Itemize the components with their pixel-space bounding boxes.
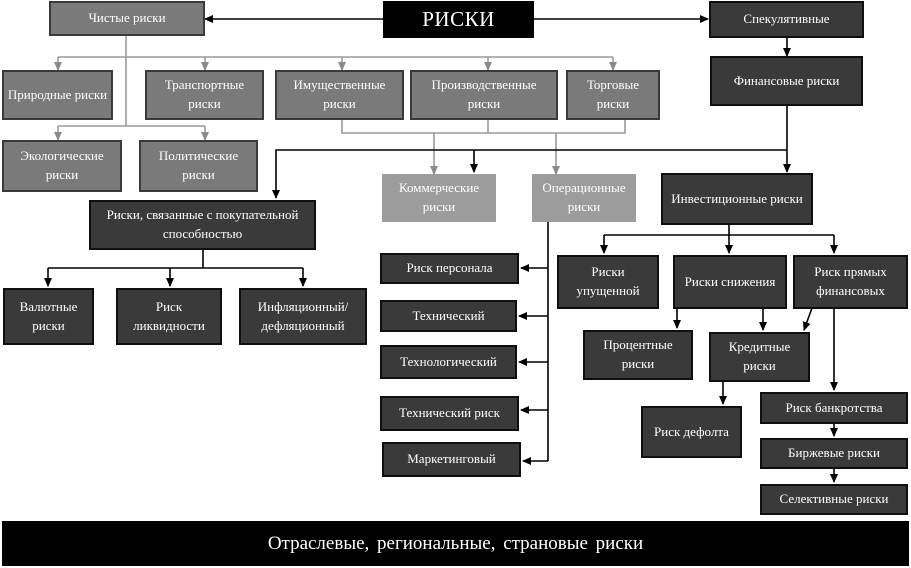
footer-label: Отраслевые, региональные, страновые риск… xyxy=(267,532,644,554)
investment-risks-box: Инвестиционные риски xyxy=(661,173,813,225)
interest-risks-label: Процентные риски xyxy=(603,337,673,371)
political-risks-box: Политические риски xyxy=(139,140,258,192)
production-risks-box: Производственные риски xyxy=(410,70,558,120)
purchasing-power-risks-box: Риски, связанные с покупательной способн… xyxy=(89,200,316,250)
marketing-label: Маркетинговый xyxy=(407,451,496,467)
exchange-risks-box: Биржевые риски xyxy=(760,438,908,469)
marketing-box: Маркетинговый xyxy=(382,442,521,477)
root-label: РИСКИ xyxy=(422,7,495,32)
natural-risks-box: Природные риски xyxy=(2,70,113,120)
political-risks-label: Политические риски xyxy=(158,148,239,182)
transport-risks-label: Транспортные риски xyxy=(164,77,245,111)
inflation-risk-box: Инфляционный/ дефляционный xyxy=(239,288,367,345)
footer-banner: Отраслевые, региональные, страновые риск… xyxy=(2,521,909,566)
purchasing-power-risks-label: Риски, связанные с покупательной способн… xyxy=(106,207,299,241)
liquidity-risk-label: Риск ликвидности xyxy=(133,298,205,333)
bankruptcy-risk-label: Риск банкротства xyxy=(785,399,883,415)
technological-label: Технологический xyxy=(400,353,497,369)
technical-box: Технический xyxy=(380,300,517,332)
interest-risks-box: Процентные риски xyxy=(583,330,693,380)
direct-financial-risk-box: Риск прямых финансовых xyxy=(793,255,908,309)
commercial-risks-label: Коммерческие риски xyxy=(398,180,480,214)
lost-profit-risks-label: Риски упущенной xyxy=(576,264,640,298)
decrease-risks-label: Риски снижения xyxy=(684,273,776,289)
exchange-risks-label: Биржевые риски xyxy=(788,445,880,461)
pure-risks-connectors xyxy=(54,36,626,175)
technological-box: Технологический xyxy=(380,345,517,379)
pure-risks-label: Чистые риски xyxy=(88,10,166,26)
operational-risks-label: Операционные риски xyxy=(542,180,626,214)
ecological-risks-box: Экологические риски xyxy=(2,140,122,192)
financial-risks-label: Финансовые риски xyxy=(733,72,840,88)
trade-risks-box: Торговые риски xyxy=(566,70,660,120)
lost-profit-risks-box: Риски упущенной xyxy=(557,255,659,309)
investment-risks-label: Инвестиционные риски xyxy=(671,190,803,206)
default-risk-box: Риск дефолта xyxy=(641,406,742,458)
personnel-risk-box: Риск персонала xyxy=(380,253,519,284)
credit-risks-label: Кредитные риски xyxy=(728,339,791,373)
direct-financial-risk-label: Риск прямых финансовых xyxy=(814,264,887,298)
selective-risks-box: Селективные риски xyxy=(760,484,908,515)
trade-risks-label: Торговые риски xyxy=(586,77,640,111)
root-risks-box: РИСКИ xyxy=(383,1,534,38)
ecological-risks-label: Экологические риски xyxy=(20,148,104,182)
production-risks-label: Производственные риски xyxy=(431,77,537,111)
technical-risk-label: Технический риск xyxy=(399,405,500,421)
pure-risks-box: Чистые риски xyxy=(49,1,205,36)
inflation-risk-label: Инфляционный/ дефляционный xyxy=(257,298,349,333)
decrease-risks-box: Риски снижения xyxy=(673,255,787,309)
bankruptcy-risk-box: Риск банкротства xyxy=(760,392,908,424)
personnel-risk-label: Риск персонала xyxy=(406,260,493,276)
financial-risks-box: Финансовые риски xyxy=(710,56,863,106)
speculative-risks-label: Спекулятивные xyxy=(743,11,830,27)
property-risks-box: Имущественные риски xyxy=(275,70,404,120)
liquidity-risk-box: Риск ликвидности xyxy=(116,288,222,345)
technical-label: Технический xyxy=(412,307,485,323)
credit-risks-box: Кредитные риски xyxy=(709,332,810,382)
currency-risks-box: Валютные риски xyxy=(3,288,94,345)
speculative-risks-box: Спекулятивные xyxy=(709,1,864,38)
selective-risks-label: Селективные риски xyxy=(779,491,889,507)
commercial-risks-box: Коммерческие риски xyxy=(382,174,496,222)
transport-risks-box: Транспортные риски xyxy=(145,70,264,120)
speculative-connectors xyxy=(44,38,838,483)
property-risks-label: Имущественные риски xyxy=(293,77,386,111)
natural-risks-label: Природные риски xyxy=(7,86,108,102)
default-risk-label: Риск дефолта xyxy=(654,423,729,439)
technical-risk-box: Технический риск xyxy=(380,396,519,431)
currency-risks-label: Валютные риски xyxy=(19,298,78,333)
operational-risks-box: Операционные риски xyxy=(532,174,636,222)
